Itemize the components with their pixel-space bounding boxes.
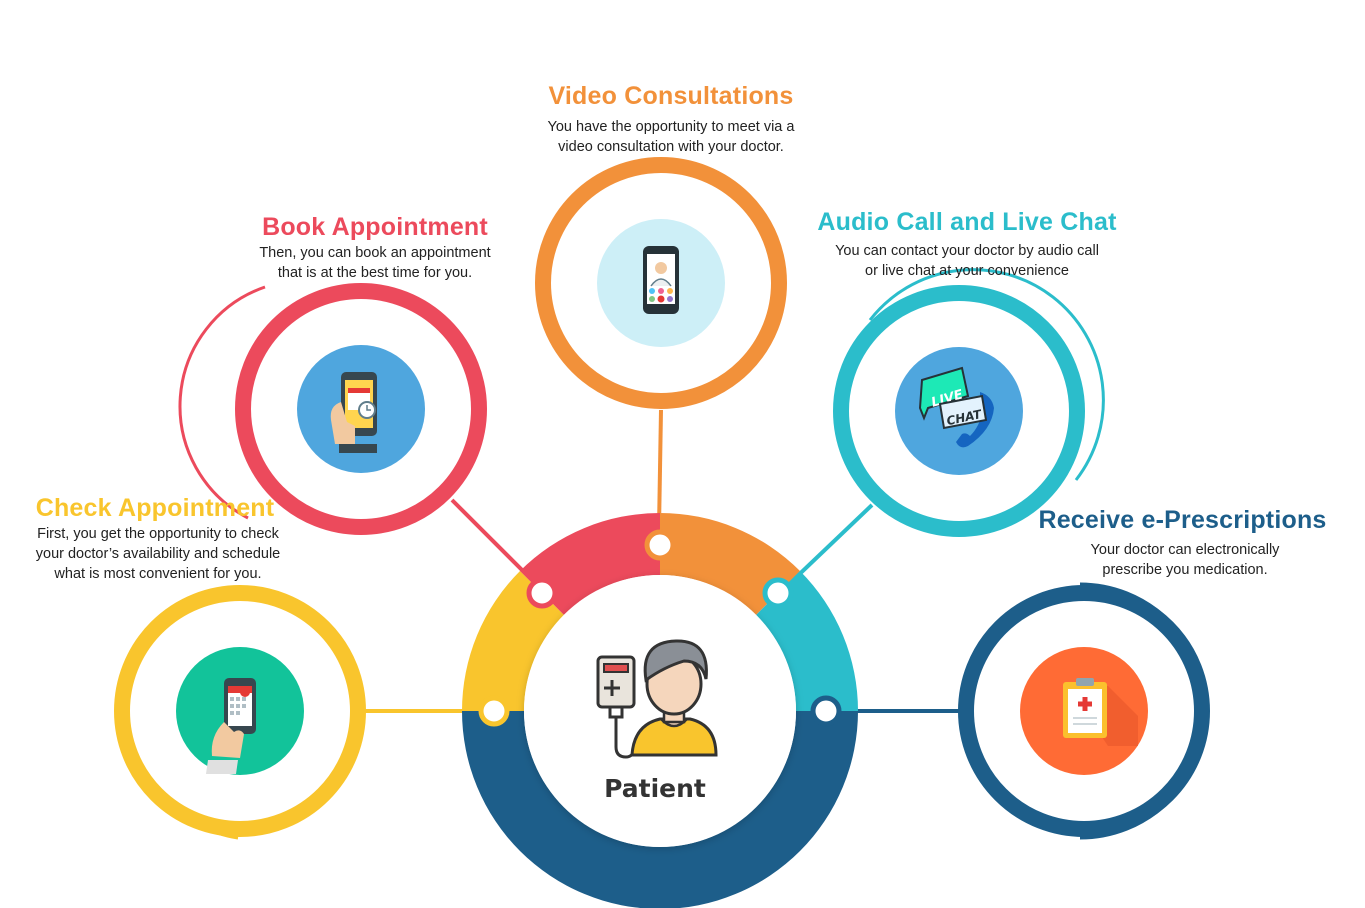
joint-dot-yellow xyxy=(478,695,510,727)
step-desc-audio: You can contact your doctor by audio cal… xyxy=(797,241,1137,281)
step-book-node[interactable] xyxy=(178,283,487,535)
desc-line: or live chat at your convenience xyxy=(865,263,1069,279)
desc-line: video consultation with your doctor. xyxy=(558,139,784,155)
step-title-check: Check Appointment xyxy=(35,494,275,522)
video-call-phone-icon xyxy=(643,246,679,314)
connector-book xyxy=(450,498,537,585)
step-title-rx: Receive e-Prescriptions xyxy=(1038,506,1327,534)
connector-video xyxy=(657,409,663,529)
step-desc-check: First, you get the opportunity to check … xyxy=(10,524,306,584)
step-rx-node[interactable] xyxy=(958,582,1210,840)
desc-line: You have the opportunity to meet via a xyxy=(547,119,795,135)
joint-dot-orange xyxy=(644,529,676,561)
step-desc-video: You have the opportunity to meet via a v… xyxy=(491,117,851,157)
desc-line: You can contact your doctor by audio cal… xyxy=(835,243,1099,259)
desc-line: Your doctor can electronically xyxy=(1090,542,1280,558)
step-video-node[interactable] xyxy=(535,157,787,409)
joint-dot-red xyxy=(526,577,558,609)
ring-segment-navy xyxy=(462,711,858,908)
phone-calendar-icon xyxy=(206,678,256,774)
step-audio-node[interactable]: LIVE CHAT xyxy=(833,268,1105,537)
joint-dot-navy xyxy=(810,695,842,727)
prescription-clipboard-icon xyxy=(1063,678,1138,746)
step-desc-rx: Your doctor can electronically prescribe… xyxy=(1035,540,1335,580)
joint-dot-teal xyxy=(762,577,794,609)
desc-line: prescribe you medication. xyxy=(1102,562,1268,578)
outer-arc-audio xyxy=(868,268,1105,481)
phone-clock-icon xyxy=(330,372,377,453)
step-title-audio: Audio Call and Live Chat xyxy=(817,208,1117,236)
step-title-book: Book Appointment xyxy=(262,213,488,241)
desc-line: that is at the best time for you. xyxy=(277,265,473,281)
outer-arc-book xyxy=(178,285,266,520)
step-title-video: Video Consultations xyxy=(548,82,794,110)
desc-line: Then, you can book an appointment xyxy=(259,245,491,261)
desc-line: your doctor’s availability and schedule xyxy=(35,546,281,562)
desc-line: First, you get the opportunity to check xyxy=(37,526,279,542)
patient-iv-drip-icon xyxy=(596,639,718,759)
step-desc-book: Then, you can book an appointment that i… xyxy=(205,243,545,283)
step-check-node[interactable] xyxy=(114,585,366,840)
live-chat-icon: LIVE CHAT xyxy=(918,366,994,448)
center-label: Patient xyxy=(604,774,706,803)
desc-line: what is most convenient for you. xyxy=(54,566,262,582)
